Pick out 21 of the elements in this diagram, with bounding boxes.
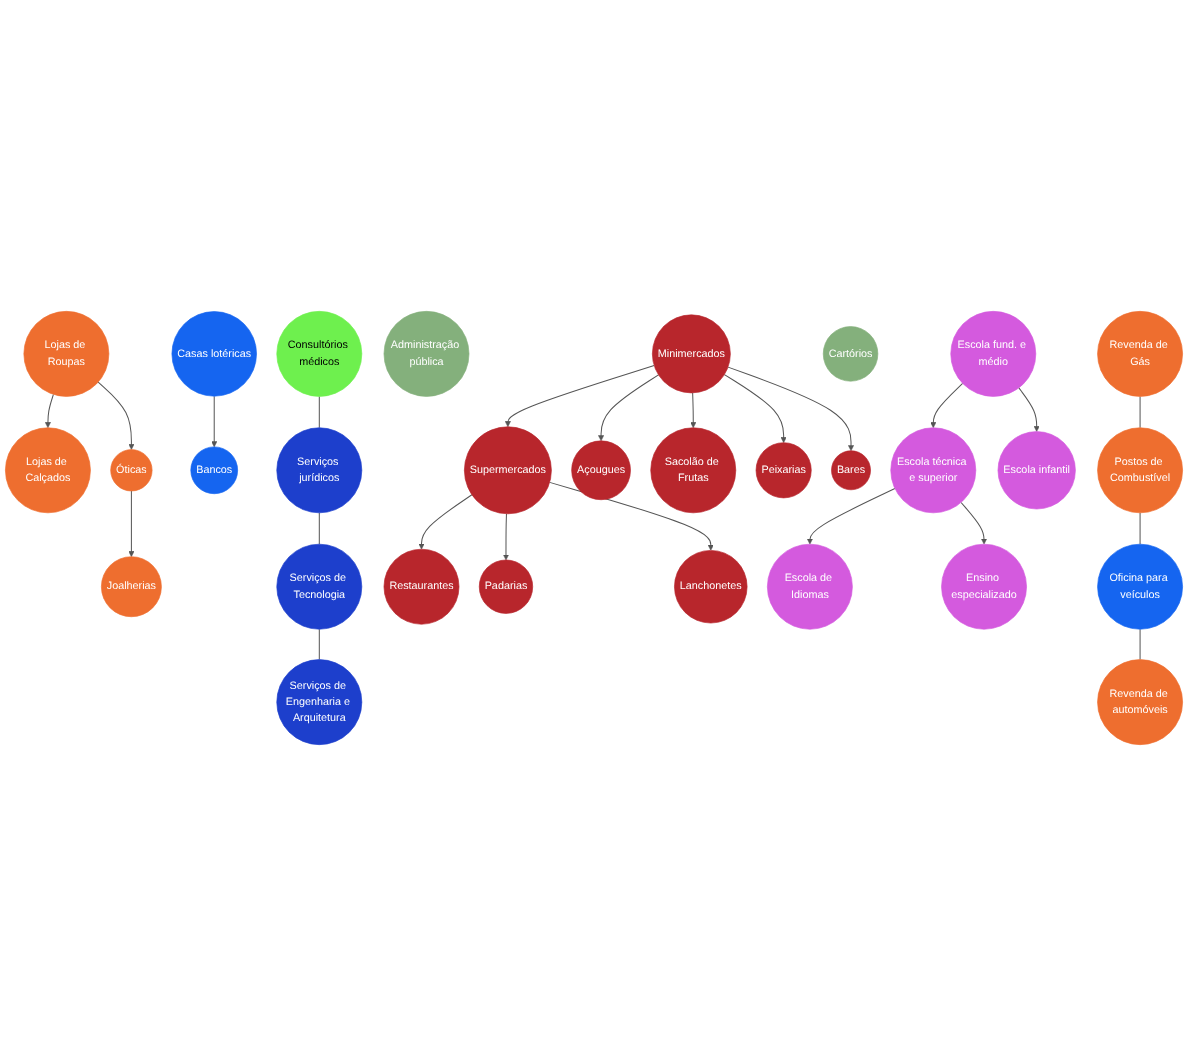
connector xyxy=(1139,395,1141,429)
arrow xyxy=(806,488,896,545)
arrow xyxy=(598,374,659,442)
arrow xyxy=(690,392,697,429)
arrow xyxy=(211,395,218,448)
arrow xyxy=(960,501,987,545)
arrow xyxy=(723,374,787,443)
connector xyxy=(318,512,320,545)
connector xyxy=(318,628,320,661)
arrow xyxy=(418,494,473,550)
connector xyxy=(1139,512,1141,545)
arrow xyxy=(128,490,135,557)
arrow xyxy=(930,382,964,429)
arrow xyxy=(503,513,509,561)
connector xyxy=(1139,628,1141,661)
arrow xyxy=(727,366,854,452)
arrow xyxy=(1018,387,1040,432)
connector xyxy=(318,395,320,429)
arrow xyxy=(504,365,655,428)
arrow xyxy=(97,381,135,450)
arrow xyxy=(44,393,54,429)
